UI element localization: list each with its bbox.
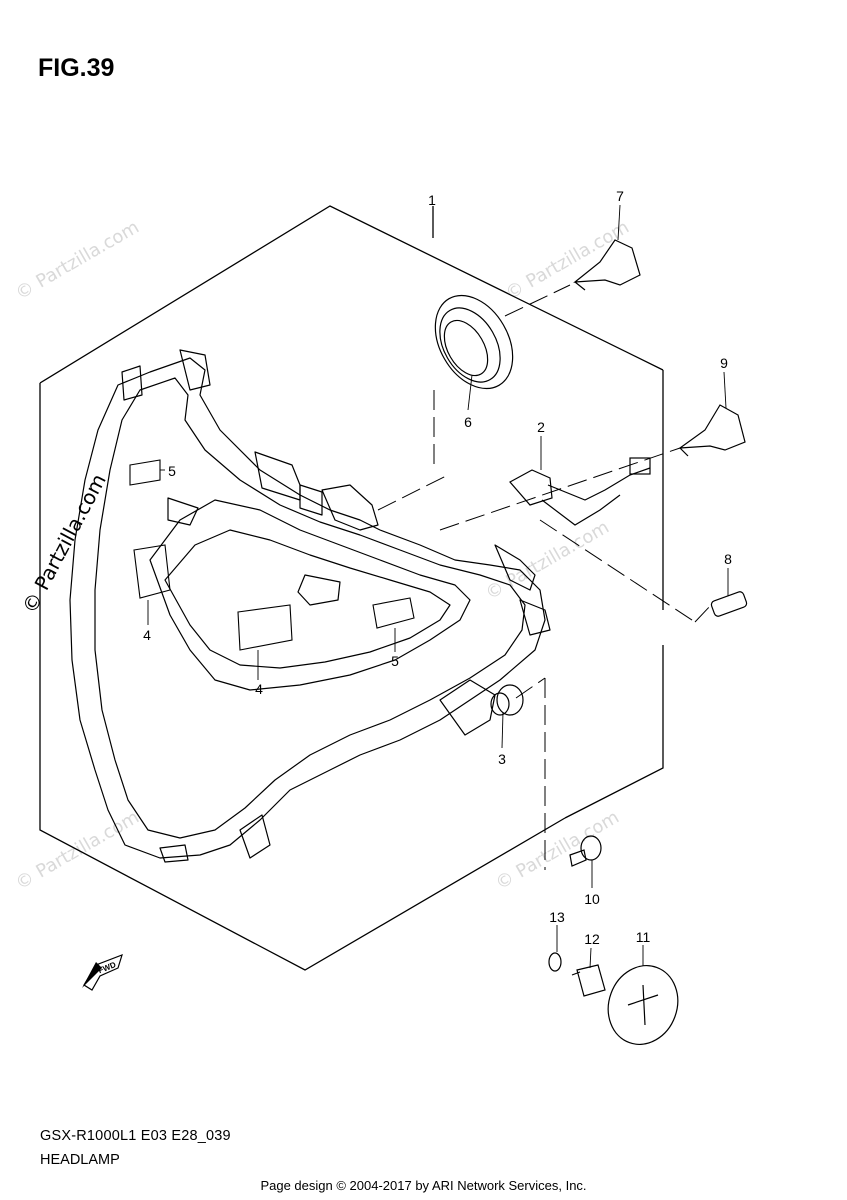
part-name: HEADLAMP — [40, 1152, 120, 1168]
watermark-text: © Partzilla.com — [492, 807, 623, 895]
callout-6: 6 — [464, 414, 472, 430]
callout-10: 10 — [584, 891, 600, 907]
label-plate-4b — [237, 604, 293, 651]
part-11-cap — [607, 965, 679, 1045]
assembly-outline — [39, 205, 664, 971]
watermark-side-text: © Partzilla.com — [17, 470, 111, 618]
callouts: 1 2 3 4 4 5 5 6 7 8 9 10 11 12 13 — [143, 188, 732, 947]
label-plate-5b — [372, 597, 415, 629]
callout-12: 12 — [584, 931, 600, 947]
callout-13: 13 — [549, 909, 565, 925]
callout-2: 2 — [537, 419, 545, 435]
part-10-screw — [569, 835, 602, 867]
callout-4a: 4 — [143, 627, 151, 643]
part-3-grommet — [490, 684, 524, 716]
watermarks: © Partzilla.com © Partzilla.com © Partzi… — [12, 217, 633, 895]
parts — [434, 239, 748, 1045]
housing-labels — [129, 459, 415, 651]
part-12-stud — [571, 964, 606, 997]
fwd-arrow-icon: FWD — [82, 953, 123, 991]
callout-11: 11 — [636, 929, 651, 945]
watermark-text: © Partzilla.com — [502, 217, 633, 305]
headlamp-housing — [69, 349, 551, 863]
callout-9: 9 — [720, 355, 728, 371]
leader-lines — [147, 204, 729, 969]
label-plate-5a — [129, 459, 161, 486]
model-code: GSX-R1000L1 E03 E28_039 — [40, 1128, 231, 1144]
part-7-bulb — [573, 239, 641, 291]
part-13-washer — [548, 952, 562, 972]
watermark-text: © Partzilla.com — [12, 217, 143, 305]
part-2-socket — [509, 457, 651, 526]
part-9-bulb — [677, 404, 746, 457]
label-plate-4a — [133, 544, 171, 599]
callout-7: 7 — [616, 188, 624, 204]
part-8-bulb — [710, 591, 748, 617]
figure-title: FIG.39 — [38, 54, 115, 82]
page-footer: Page design © 2004-2017 by ARI Network S… — [260, 1178, 587, 1193]
callout-5b: 5 — [391, 653, 399, 669]
callout-8: 8 — [724, 551, 732, 567]
assembly-lines — [377, 284, 713, 870]
callout-4b: 4 — [255, 681, 263, 697]
part-6-cover — [434, 294, 514, 390]
callout-1: 1 — [428, 192, 436, 208]
callout-3: 3 — [498, 751, 506, 767]
callout-5a: 5 — [168, 463, 176, 479]
watermark-text: © Partzilla.com — [12, 807, 143, 895]
